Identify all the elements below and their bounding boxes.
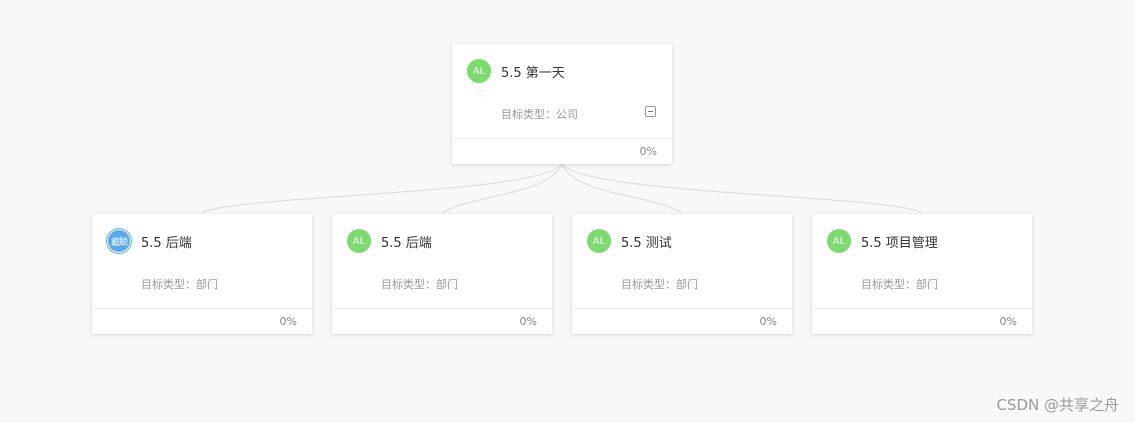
progress-percent: 0%	[639, 145, 657, 158]
goal-type-label: 目标类型：公司	[501, 108, 578, 121]
minus-square-icon[interactable]	[645, 106, 656, 117]
connector-line-2	[441, 163, 563, 214]
divider	[332, 308, 552, 309]
avatar: AL	[827, 229, 851, 253]
progress-percent: 0%	[999, 315, 1017, 328]
child-goal-card[interactable]: 戴聪 5.5 后端 目标类型：部门 0%	[92, 214, 312, 334]
avatar: AL	[587, 229, 611, 253]
avatar: 戴聪	[107, 229, 131, 253]
divider	[812, 308, 1032, 309]
progress-percent: 0%	[519, 315, 537, 328]
child-goal-card[interactable]: AL 5.5 后端 目标类型：部门 0%	[332, 214, 552, 334]
goal-type-label: 目标类型：部门	[141, 278, 218, 291]
child-goal-card[interactable]: AL 5.5 测试 目标类型：部门 0%	[572, 214, 792, 334]
goal-title: 5.5 后端	[141, 235, 192, 251]
card-header: AL 5.5 项目管理	[827, 229, 938, 253]
progress-percent: 0%	[759, 315, 777, 328]
avatar: AL	[347, 229, 371, 253]
goal-title: 5.5 项目管理	[861, 235, 938, 251]
divider	[572, 308, 792, 309]
progress-percent: 0%	[279, 315, 297, 328]
card-header: 戴聪 5.5 后端	[107, 229, 192, 253]
goal-title: 5.5 第一天	[501, 65, 565, 81]
goal-type-label: 目标类型：部门	[381, 278, 458, 291]
divider	[92, 308, 312, 309]
card-header: AL 5.5 后端	[347, 229, 432, 253]
root-goal-card[interactable]: AL 5.5 第一天 目标类型：公司 0%	[452, 44, 672, 164]
connector-line-4	[561, 163, 923, 214]
watermark: CSDN @共享之舟	[996, 396, 1119, 414]
goal-type-label: 目标类型：部门	[861, 278, 938, 291]
avatar: AL	[467, 59, 491, 83]
goal-title: 5.5 测试	[621, 235, 672, 251]
goal-title: 5.5 后端	[381, 235, 432, 251]
child-goal-card[interactable]: AL 5.5 项目管理 目标类型：部门 0%	[812, 214, 1032, 334]
connector-line-3	[561, 163, 683, 214]
goal-type-label: 目标类型：部门	[621, 278, 698, 291]
card-header: AL 5.5 第一天	[467, 59, 565, 83]
card-header: AL 5.5 测试	[587, 229, 672, 253]
connector-line-1	[201, 163, 563, 214]
divider	[452, 138, 672, 139]
